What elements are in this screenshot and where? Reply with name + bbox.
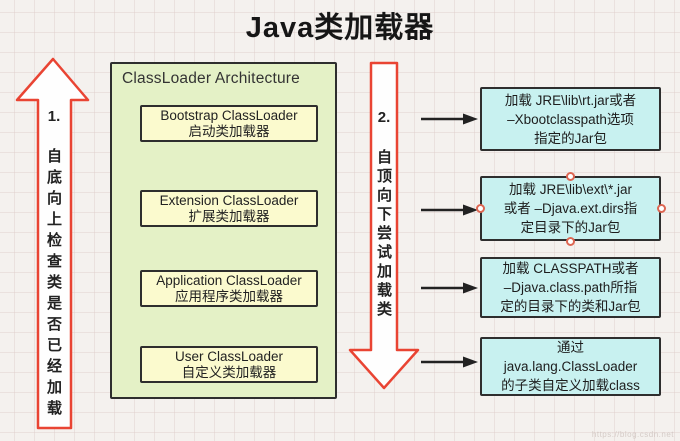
loader-box-bootstrap: Bootstrap ClassLoader 启动类加载器: [140, 105, 318, 142]
loader-box-user: User ClassLoader 自定义类加载器: [140, 346, 318, 383]
loader-box-application: Application ClassLoader 应用程序类加载器: [140, 270, 318, 307]
description-text: 加载 JRE\lib\rt.jar或者 –Xbootclasspath选项 指定…: [504, 92, 637, 146]
loader-name-en: Extension ClassLoader: [159, 192, 299, 208]
connector-arrow-extension: [421, 204, 478, 216]
watermark: https://blog.csdn.net: [591, 430, 674, 439]
connector-arrow-application: [421, 282, 478, 294]
description-text: 加载 JRE\lib\ext\*.jar 或者 –Djava.ext.dirs指…: [503, 182, 638, 235]
connection-handle-left: [475, 204, 485, 213]
loader-name-en: Application ClassLoader: [156, 272, 302, 288]
loader-name-zh: 应用程序类加载器: [175, 288, 283, 304]
loader-name-zh: 扩展类加载器: [188, 208, 270, 224]
connector-arrow-user: [421, 356, 478, 368]
connection-handle-top: [566, 171, 575, 181]
architecture-title: ClassLoader Architecture: [122, 70, 300, 87]
description-box-bootstrap: 加载 JRE\lib\rt.jar或者 –Xbootclasspath选项 指定…: [480, 87, 661, 151]
down-arrow-step-number: 2.: [377, 109, 391, 126]
loader-name-zh: 自定义类加载器: [181, 364, 277, 380]
up-arrow-step-number: 1.: [47, 108, 61, 125]
connection-handle-right: [656, 204, 666, 213]
description-box-extension: 加载 JRE\lib\ext\*.jar 或者 –Djava.ext.dirs指…: [480, 176, 661, 241]
connector-arrow-bootstrap: [421, 113, 478, 125]
loader-name-zh: 启动类加载器: [188, 123, 270, 139]
loader-box-extension: Extension ClassLoader 扩展类加载器: [140, 190, 318, 227]
description-text: 通过 java.lang.ClassLoader 的子类自定义加载class: [501, 340, 640, 393]
description-box-application: 加载 CLASSPATH或者 –Djava.class.path所指 定的目录下…: [480, 257, 661, 318]
classloader-architecture-container: ClassLoader Architecture Bootstrap Class…: [110, 62, 337, 399]
loader-name-en: Bootstrap ClassLoader: [160, 107, 298, 123]
loader-name-en: User ClassLoader: [174, 348, 284, 364]
down-arrow-shape: [348, 61, 420, 390]
up-arrow-shape: [15, 57, 90, 430]
connection-handle-bottom: [566, 236, 575, 246]
description-text: 加载 CLASSPATH或者 –Djava.class.path所指 定的目录下…: [500, 261, 641, 314]
down-arrow-label: 自顶向下尝试加载类: [375, 149, 392, 320]
page-title: Java类加载器: [245, 12, 435, 44]
description-box-user: 通过 java.lang.ClassLoader 的子类自定义加载class: [480, 337, 661, 396]
up-arrow-label: 自底向上检查类是否已经加载: [45, 148, 62, 421]
